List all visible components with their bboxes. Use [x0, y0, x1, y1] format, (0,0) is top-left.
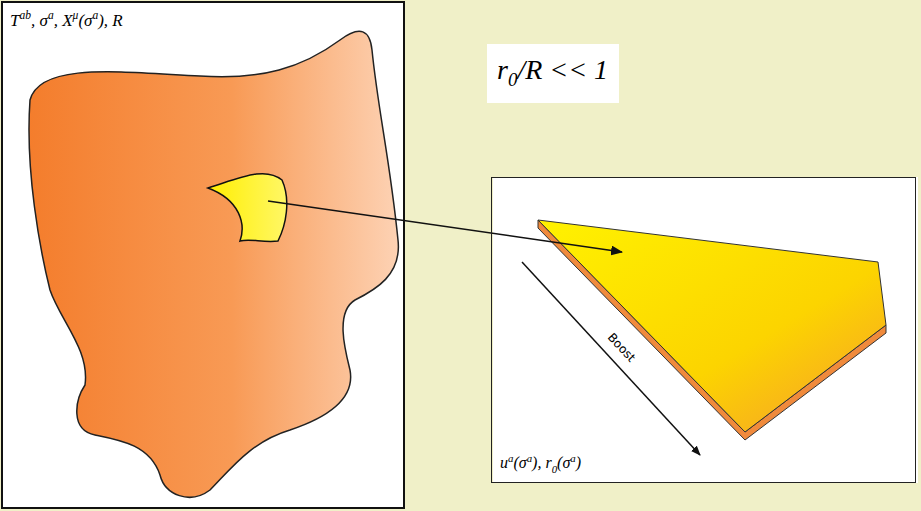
symbol-list: Tab, σa, Xμ(σa), R	[10, 8, 123, 32]
text-run: r	[497, 54, 508, 85]
right-panel-ground	[493, 177, 918, 483]
left-panel: Tab, σa, Xμ(σa), R	[1, 1, 405, 509]
text-slot: Tab, σa, Xμ(σa), R	[10, 8, 123, 32]
text-run: (σ	[557, 454, 570, 471]
text-run: , X	[54, 11, 73, 30]
slab-side	[538, 220, 886, 440]
text-run: , σ	[31, 11, 48, 30]
text-run: ), R	[98, 11, 123, 30]
text-run: )	[576, 454, 581, 471]
text-run: ), r	[532, 454, 552, 471]
text-run: a	[48, 9, 54, 22]
text-slot: Boost	[604, 328, 641, 365]
text-run: Boost	[605, 330, 638, 364]
text-run: T	[10, 11, 19, 30]
local-patch	[208, 174, 287, 242]
text-run: /R << 1	[517, 54, 608, 85]
boost-arrow	[522, 262, 700, 455]
text-run: a	[527, 452, 532, 464]
text-run: ab	[19, 9, 31, 22]
text-slot: ua(σa), r0(σa)	[500, 451, 581, 476]
text-run: (σ	[513, 454, 526, 471]
zoom-arrow	[268, 201, 622, 252]
field-list: ua(σa), r0(σa)	[500, 451, 581, 476]
text-slot: r0/R << 1	[497, 52, 608, 92]
boost-label: Boost	[604, 330, 639, 365]
left-panel-ground	[1, 1, 405, 509]
text-run: 0	[552, 463, 557, 475]
ratio-formula: r0/R << 1	[497, 52, 608, 92]
text-run: a	[92, 9, 98, 22]
text-run: (σ	[78, 11, 92, 30]
text-run: μ	[73, 9, 79, 22]
slab-top	[538, 220, 886, 432]
formula-box: r0/R << 1	[487, 44, 619, 103]
right-panel: Boostua(σa), r0(σa)	[491, 177, 916, 483]
text-run: a	[508, 452, 513, 464]
brane-blob	[29, 31, 398, 497]
text-run: u	[500, 454, 508, 471]
text-run: 0	[508, 69, 518, 90]
text-run: a	[570, 452, 575, 464]
